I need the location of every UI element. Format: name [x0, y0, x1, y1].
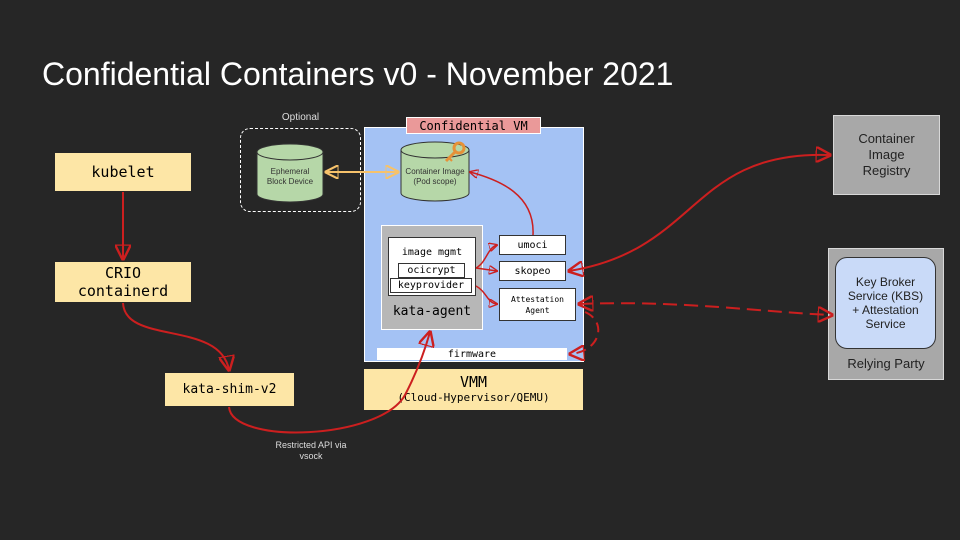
kubelet-box: kubelet	[55, 153, 191, 191]
kbs-label: Key Broker Service (KBS) + Attestation S…	[847, 275, 924, 331]
attestation-kbs-arrow	[579, 303, 832, 315]
ephemeral-block-cylinder	[256, 143, 324, 203]
optional-label: Optional	[281, 112, 320, 123]
relying-party-label: Relying Party	[847, 356, 925, 371]
page-title: Confidential Containers v0 - November 20…	[42, 56, 674, 92]
crio-containerd-box: CRIO containerd	[55, 262, 191, 302]
ephemeral-block-label: Ephemeral Block Device	[266, 167, 314, 186]
keyprovider-box: keyprovider	[390, 278, 472, 293]
mgmt-umoci-arrow	[475, 245, 497, 269]
vmm-box: VMM (Cloud-Hypervisor/QEMU)	[364, 369, 583, 410]
mgmt-attestation-arrow	[475, 285, 497, 304]
registry-skopeo-arrow	[569, 155, 830, 271]
shim-agent-arrow	[228, 332, 430, 434]
mgmt-skopeo-arrow	[475, 268, 497, 271]
umoci-box: umoci	[499, 235, 566, 255]
container-registry-box: Container Image Registry	[833, 115, 940, 195]
image-mgmt-label: image mgmt	[401, 247, 463, 258]
vmm-subtitle: (Cloud-Hypervisor/QEMU)	[397, 390, 550, 404]
ocicrypt-box: ocicrypt	[398, 263, 465, 278]
kbs-box: Key Broker Service (KBS) + Attestation S…	[835, 257, 936, 349]
skopeo-box: skopeo	[499, 261, 566, 281]
crio-label: CRIO	[104, 264, 142, 282]
crio-shim-arrow	[122, 302, 229, 370]
vmm-title: VMM	[459, 372, 488, 391]
kata-shim-box: kata-shim-v2	[165, 373, 294, 406]
attestation-agent-box: Attestation Agent	[499, 288, 576, 321]
restricted-api-label: Restricted API via vsock	[275, 440, 347, 461]
kata-agent-label: kata-agent	[392, 304, 472, 319]
key-icon	[444, 141, 466, 163]
containerd-label: containerd	[77, 282, 169, 300]
attestation-firmware-arrow	[570, 311, 600, 354]
umoci-image-arrow	[470, 172, 534, 236]
container-image-label: Container Image (Pod scope)	[405, 167, 465, 186]
confidential-vm-label: Confidential VM	[406, 117, 541, 134]
